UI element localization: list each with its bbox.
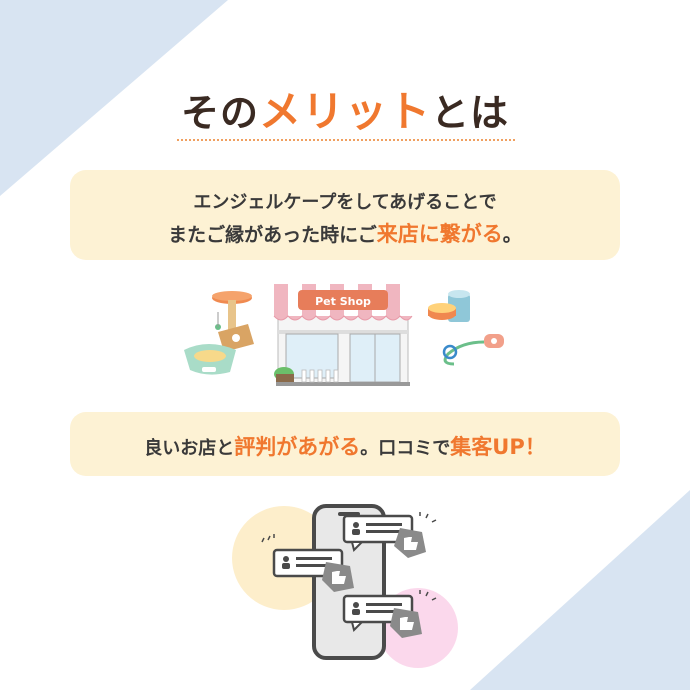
pet-shop-illustration: Pet Shop — [184, 284, 504, 386]
review-bubble-icon — [342, 590, 437, 638]
shop-building-icon — [273, 284, 413, 386]
shop-sign-text: Pet Shop — [315, 295, 371, 308]
review-bubble-icon — [342, 512, 437, 558]
card2-pre: 良いお店と — [144, 438, 235, 459]
review-bubble-icon — [261, 534, 354, 592]
merit-card-2-line: 良いお店と評判があがる。口コミで集客UP！ — [70, 431, 620, 461]
title-post: とは — [431, 91, 510, 135]
pet-food-can-icon — [428, 290, 470, 322]
pet-bed-icon — [184, 344, 236, 375]
leash-icon — [442, 334, 504, 366]
page-title: そのメリットとは — [0, 78, 690, 139]
smartphone-review-illustration — [232, 504, 458, 668]
cat-tower-icon — [212, 291, 254, 352]
title-accent: メリット — [258, 87, 431, 136]
card1-line2-pre: またご縁があった時にご — [168, 224, 377, 246]
merit-card-1-line-1: エンジェルケープをしてあげることで — [193, 192, 497, 213]
card2-mid-2: 。口コミで — [360, 438, 451, 459]
merit-card-1: エンジェルケープをしてあげることで またご縁があった時にご来店に繋がる。 — [70, 170, 620, 260]
card2-mid-1: があがる — [276, 435, 361, 459]
merit-card-2: 良いお店と評判があがる。口コミで集客UP！ — [70, 412, 620, 476]
card2-accent-1: 評判 — [234, 435, 277, 459]
title-pre: その — [180, 91, 259, 135]
title-underline — [177, 139, 515, 141]
merit-card-1-line-2: またご縁があった時にご来店に繋がる。 — [70, 218, 620, 248]
card2-post: ！ — [524, 435, 546, 459]
card1-line2-accent: 来店に繋がる — [376, 222, 503, 246]
card1-line2-post: 。 — [502, 224, 522, 246]
card2-accent-2: 集客UP — [450, 435, 525, 459]
